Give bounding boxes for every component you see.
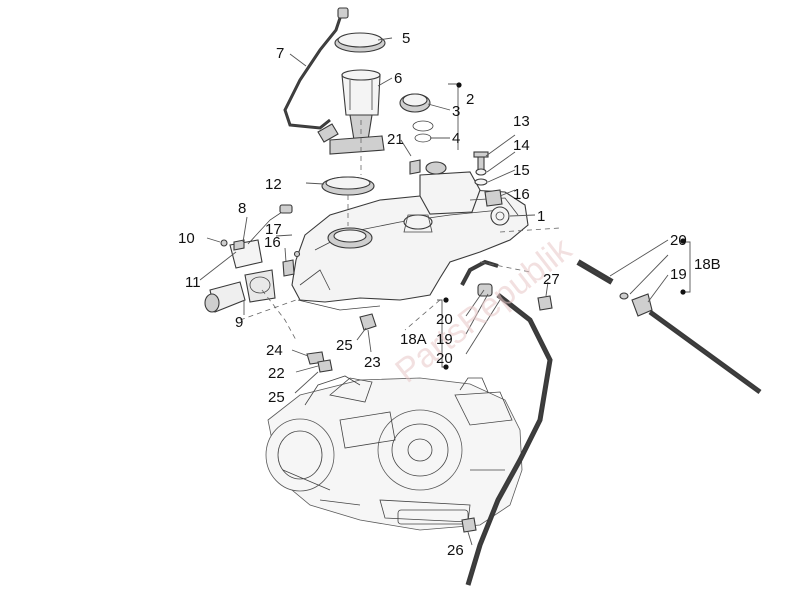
clip-parts [282,250,377,373]
callout-6: 6 [394,70,402,87]
callout-7: 7 [276,45,284,62]
callout-10: 10 [178,230,195,247]
callout-20-right: 20 [670,232,687,249]
callout-25-bottom: 25 [268,389,285,406]
callout-15: 15 [513,162,530,179]
callout-8: 8 [238,200,246,217]
callout-23: 23 [364,354,381,371]
callout-labels: 5 7 6 2 3 4 13 14 21 15 12 16 8 1 17 10 … [178,30,721,559]
callout-18B: 18B [694,256,721,273]
callout-19-right: 19 [670,266,687,283]
callout-17: 17 [265,221,282,238]
callout-27: 27 [543,271,560,288]
fuel-pump-group [283,7,386,155]
callout-16-left: 16 [264,234,281,251]
callout-19-mid: 19 [436,331,453,348]
fuel-tank [291,161,529,311]
reference-dots [443,82,686,370]
assembly-guides [239,120,561,341]
callout-20-low: 20 [436,350,453,367]
callout-12: 12 [265,176,282,193]
callout-9: 9 [235,314,243,331]
callout-25-top: 25 [336,337,353,354]
engine-assembly [265,375,523,531]
callout-13: 13 [513,113,530,130]
callout-16-right: 16 [513,186,530,203]
callout-24: 24 [266,342,283,359]
callout-2: 2 [466,91,474,108]
level-sender-group [204,204,293,313]
callout-4: 4 [452,130,460,147]
small-fasteners [409,151,510,226]
callout-26: 26 [447,542,464,559]
callout-11: 11 [185,274,201,291]
callout-18A: 18A [400,331,427,348]
vent-hoses [460,259,762,586]
callout-5: 5 [402,30,410,47]
callout-22: 22 [268,365,285,382]
callout-1: 1 [537,208,545,225]
callout-21: 21 [387,131,404,148]
callout-14: 14 [513,137,530,154]
callout-20-mid: 20 [436,311,453,328]
filler-cap-group [321,93,434,196]
callout-3: 3 [452,103,460,120]
